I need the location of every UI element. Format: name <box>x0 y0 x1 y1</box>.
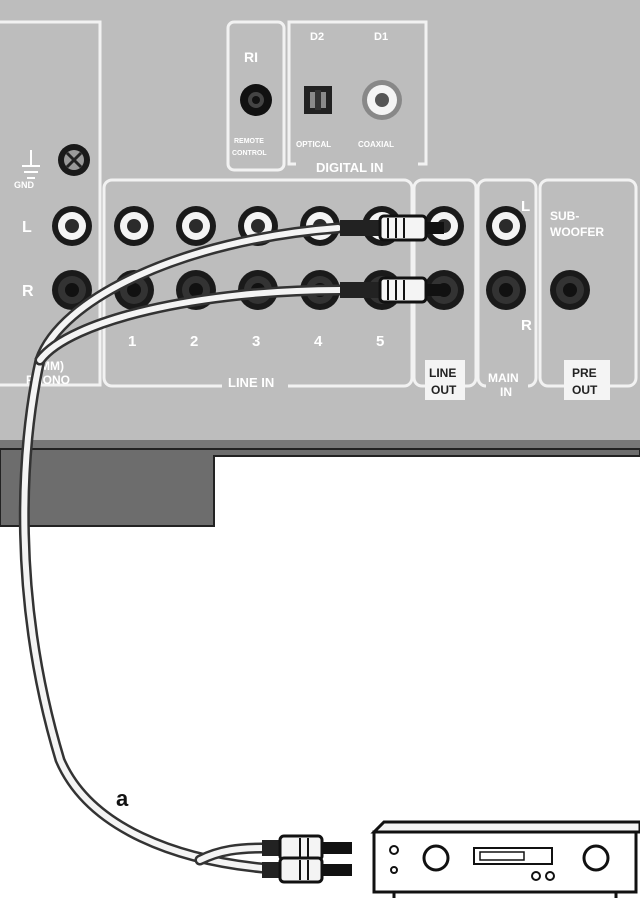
main-in-left-label: L <box>521 198 530 215</box>
digital-in-label-bg <box>296 157 418 175</box>
d1-label: D1 <box>374 31 388 43</box>
rca-plug-left-top <box>340 214 444 242</box>
rca-plug-left-bottom <box>262 834 352 862</box>
subwoofer-jack[interactable] <box>550 270 590 310</box>
line-out-label-box <box>425 360 465 400</box>
ground-icon <box>22 150 40 179</box>
remote-control-section-outline <box>226 20 286 172</box>
d2-label: D2 <box>310 31 324 43</box>
subwoofer-label: SUB- <box>550 209 579 223</box>
phono-left-label: L <box>22 219 32 236</box>
line-out-label-2: OUT <box>431 383 457 397</box>
line-in-number-3: 3 <box>252 333 260 350</box>
rear-panel <box>0 0 640 527</box>
subwoofer-label-2: WOOFER <box>550 225 604 239</box>
digital-in-section-outline <box>287 20 428 166</box>
main-in-right-label: R <box>521 317 532 334</box>
main-in-label-2: IN <box>500 385 512 399</box>
ri-logo: RI <box>244 49 258 65</box>
line-in-2-left-jack[interactable] <box>176 206 216 246</box>
pre-out-label-2: OUT <box>572 383 598 397</box>
panel-base <box>0 449 640 526</box>
remote-control-jack[interactable] <box>240 84 272 116</box>
cable-label: a <box>116 786 129 811</box>
main-in-label: MAIN <box>488 371 519 385</box>
gnd-terminal[interactable] <box>58 144 90 176</box>
phono-left-jack[interactable] <box>52 206 92 246</box>
remote-control-label: REMOTE <box>234 138 264 145</box>
rca-plug-right-bottom <box>262 856 352 884</box>
main-in-right-jack[interactable] <box>486 270 526 310</box>
gnd-label: GND <box>14 180 35 190</box>
line-in-number-4: 4 <box>314 333 323 350</box>
digital-in-label: DIGITAL IN <box>316 160 383 175</box>
main-in-left-jack[interactable] <box>486 206 526 246</box>
main-in-label-bg <box>486 370 528 400</box>
source-component <box>370 820 640 898</box>
line-in-number-5: 5 <box>376 333 384 350</box>
phono-right-label: R <box>22 283 34 300</box>
line-in-1-left-jack[interactable] <box>114 206 154 246</box>
coaxial-label: COAXIAL <box>358 140 394 149</box>
phono-right-jack[interactable] <box>52 270 92 310</box>
remote-control-label-2: CONTROL <box>232 150 267 157</box>
rca-cable <box>18 222 346 874</box>
panel-base-outline <box>0 448 640 527</box>
line-out-label: LINE <box>429 366 456 380</box>
line-in-number-2: 2 <box>190 333 198 350</box>
panel-edge <box>0 440 640 449</box>
coaxial-jack[interactable] <box>362 80 402 120</box>
optical-jack[interactable] <box>304 86 332 114</box>
phono-section-outline <box>0 20 102 387</box>
optical-label: OPTICAL <box>296 140 331 149</box>
line-in-label-bg <box>222 373 288 391</box>
line-in-number-1: 1 <box>128 333 136 350</box>
rca-plug-right-top <box>340 276 444 304</box>
section-outlines <box>0 20 638 388</box>
pre-out-label: PRE <box>572 366 597 380</box>
pre-out-label-box <box>564 360 610 400</box>
line-in-label: LINE IN <box>228 375 274 390</box>
